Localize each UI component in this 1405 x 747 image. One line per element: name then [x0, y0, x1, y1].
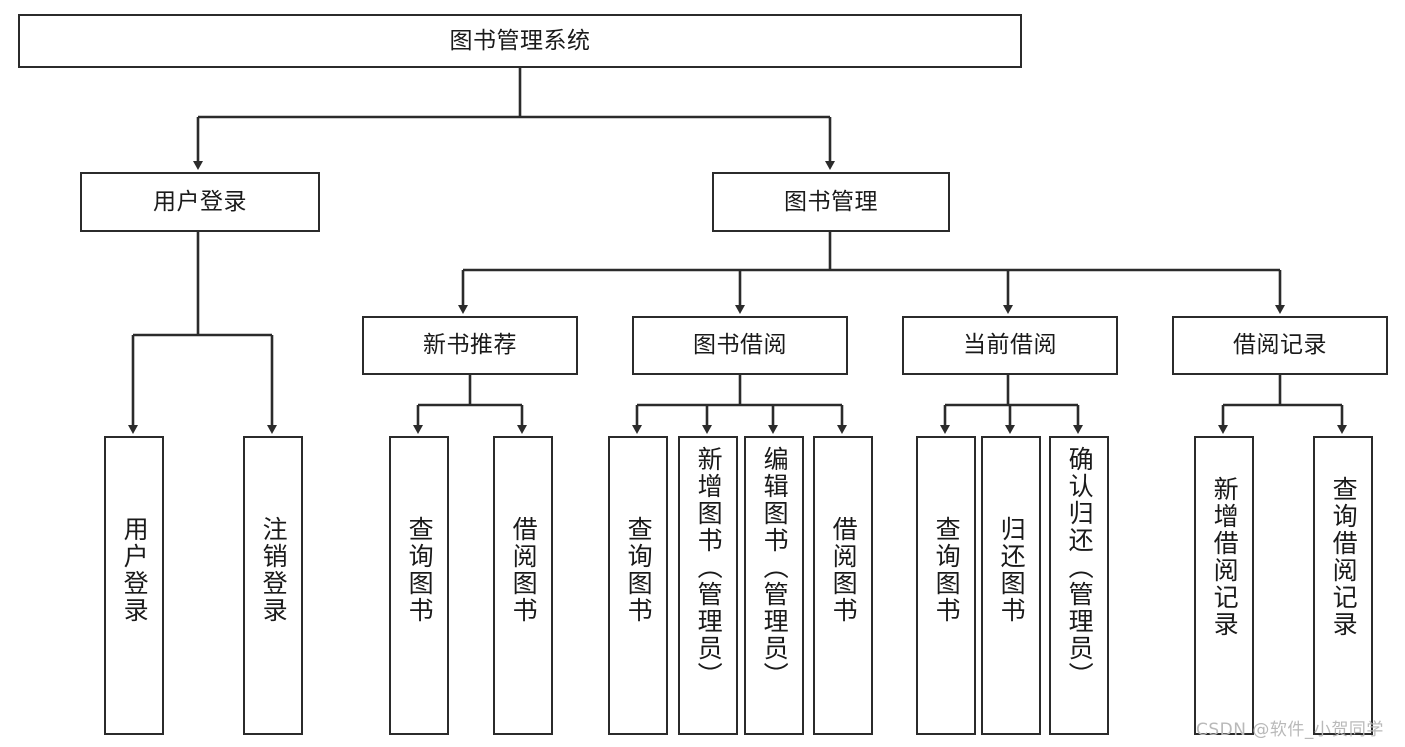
node-label: 注销登录: [259, 516, 289, 624]
leaf-book-borrow-borrow[interactable]: 借阅图书: [813, 436, 873, 735]
leaf-current-borrow-query[interactable]: 查询图书: [916, 436, 976, 735]
node-label: 新增借阅记录: [1210, 476, 1240, 638]
leaf-borrow-record-add[interactable]: 新增借阅记录: [1194, 436, 1254, 735]
node-label: 借阅图书: [509, 516, 539, 624]
node-label: 查询图书: [624, 516, 654, 624]
node-label: 当前借阅: [963, 332, 1057, 359]
node-label: 借阅图书: [829, 516, 859, 624]
node-label: 新书推荐: [423, 332, 517, 359]
leaf-user-login-logout[interactable]: 注销登录: [243, 436, 303, 735]
node-label: 图书借阅: [693, 332, 787, 359]
node-root-system[interactable]: 图书管理系统: [18, 14, 1022, 68]
node-label: 图书管理: [784, 188, 878, 215]
node-new-book-recommendation[interactable]: 新书推荐: [362, 316, 578, 375]
node-label: 用户登录: [153, 188, 247, 215]
node-label: 新增图书（管理员）: [694, 446, 724, 689]
leaf-new-book-query[interactable]: 查询图书: [389, 436, 449, 735]
node-label: 用户登录: [120, 516, 150, 624]
leaf-user-login-login[interactable]: 用户登录: [104, 436, 164, 735]
leaf-new-book-borrow[interactable]: 借阅图书: [493, 436, 553, 735]
node-label: 借阅记录: [1233, 332, 1327, 359]
csdn-watermark: CSDN @软件_小贺同学: [1196, 720, 1384, 740]
node-label: 确认归还（管理员）: [1065, 446, 1095, 689]
node-label: 编辑图书（管理员）: [760, 446, 790, 689]
leaf-current-borrow-return[interactable]: 归还图书: [981, 436, 1041, 735]
node-label: 归还图书: [997, 516, 1027, 624]
node-current-borrow[interactable]: 当前借阅: [902, 316, 1118, 375]
leaf-current-borrow-confirm-return[interactable]: 确认归还（管理员）: [1049, 436, 1109, 735]
leaf-book-borrow-query[interactable]: 查询图书: [608, 436, 668, 735]
leaf-book-borrow-add[interactable]: 新增图书（管理员）: [678, 436, 738, 735]
leaf-book-borrow-edit[interactable]: 编辑图书（管理员）: [744, 436, 804, 735]
node-book-borrow[interactable]: 图书借阅: [632, 316, 848, 375]
node-label: 查询图书: [932, 516, 962, 624]
node-label: 查询图书: [405, 516, 435, 624]
node-book-management[interactable]: 图书管理: [712, 172, 950, 232]
node-user-login[interactable]: 用户登录: [80, 172, 320, 232]
node-borrow-record[interactable]: 借阅记录: [1172, 316, 1388, 375]
node-label: 查询借阅记录: [1329, 476, 1359, 638]
node-label: 图书管理系统: [449, 27, 591, 54]
leaf-borrow-record-query[interactable]: 查询借阅记录: [1313, 436, 1373, 735]
